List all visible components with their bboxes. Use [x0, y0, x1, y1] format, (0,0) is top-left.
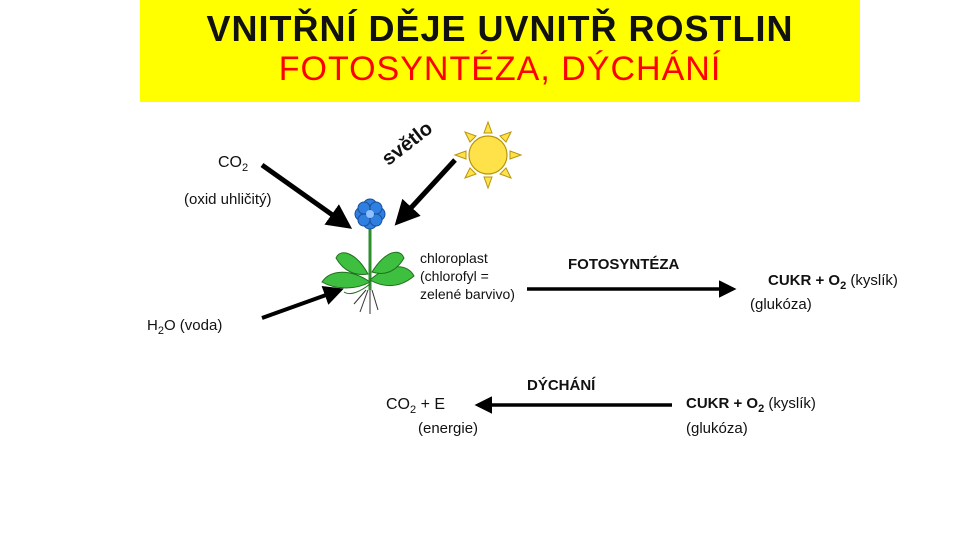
page-subtitle: FOTOSYNTÉZA, DÝCHÁNÍ	[278, 50, 722, 88]
co2-description: (oxid uhličitý)	[184, 191, 272, 208]
photosynthesis-product-note: (glukóza)	[750, 296, 812, 313]
water-arrow	[261, 285, 344, 320]
respiration-label: DÝCHÁNÍ	[527, 377, 596, 394]
photosynthesis-label: FOTOSYNTÉZA	[568, 256, 680, 273]
co2-label: CO2	[218, 154, 249, 175]
co2-arrow	[260, 162, 353, 229]
respiration-input-note: (glukóza)	[686, 420, 748, 437]
title-banner: VNITŘNÍ DĚJE UVNITŘ ROSTLIN FOTOSYNTÉZA,…	[140, 0, 860, 102]
photosynthesis-product: CUKR + O2 (kyslík)	[768, 272, 898, 292]
chloroplast-label: chloroplast (chlorofyl = zelené barvivo)	[420, 250, 515, 302]
plant-icon	[321, 198, 415, 314]
light-arrow	[394, 158, 457, 226]
respiration-output: CO2 + E	[386, 396, 446, 417]
page-title: VNITŘNÍ DĚJE UVNITŘ ROSTLIN	[206, 8, 794, 49]
respiration-output-note: (energie)	[418, 420, 479, 437]
water-label: H2O (voda)	[147, 317, 223, 337]
sun-icon	[453, 120, 523, 190]
respiration-input: CUKR + O2 (kyslík)	[686, 395, 816, 415]
